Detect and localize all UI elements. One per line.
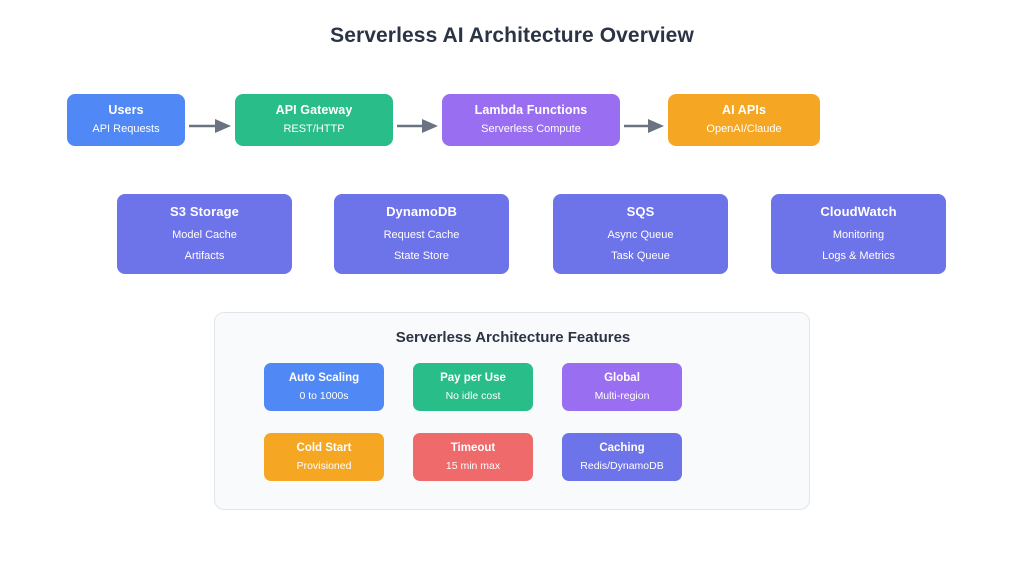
- feature-chip-subtitle: No idle cost: [445, 389, 501, 402]
- feature-chip-title: Cold Start: [296, 442, 352, 455]
- features-panel-title: Serverless Architecture Features: [395, 329, 631, 346]
- feature-chip-pay-per-use[interactable]: Pay per Use No idle cost: [413, 363, 533, 411]
- service-node-title: DynamoDB: [386, 204, 457, 220]
- service-node-line2: Artifacts: [184, 250, 225, 263]
- service-node-line2: Logs & Metrics: [822, 250, 895, 263]
- flow-arrow-3: [624, 118, 664, 133]
- feature-chip-timeout[interactable]: Timeout 15 min max: [413, 433, 533, 481]
- flow-node-title: AI APIs: [722, 102, 766, 117]
- feature-chip-subtitle: Redis/DynamoDB: [580, 459, 664, 472]
- service-node-line1: Monitoring: [832, 229, 885, 242]
- feature-chip-subtitle: Provisioned: [296, 459, 352, 472]
- flow-arrow-1: [189, 118, 231, 133]
- service-node-line2: Task Queue: [611, 250, 670, 263]
- service-node-title: CloudWatch: [820, 204, 897, 220]
- service-node-line1: Model Cache: [172, 229, 237, 242]
- flow-node-subtitle: API Requests: [92, 123, 160, 136]
- feature-chip-subtitle: 15 min max: [445, 459, 501, 472]
- service-node-title: S3 Storage: [170, 204, 239, 220]
- feature-chip-title: Caching: [599, 442, 645, 455]
- features-panel: Serverless Architecture Features Auto Sc…: [214, 312, 810, 510]
- feature-chip-subtitle: Multi-region: [594, 389, 650, 402]
- flow-node-subtitle: OpenAI/Claude: [706, 123, 782, 136]
- flow-arrow-2: [397, 118, 438, 133]
- page-title: Serverless AI Architecture Overview: [330, 24, 694, 47]
- service-node-line1: Async Queue: [607, 229, 674, 242]
- flow-node-title: API Gateway: [275, 102, 353, 117]
- feature-chip-title: Timeout: [450, 442, 496, 455]
- service-node-line2: State Store: [393, 250, 450, 263]
- flow-node-title: Lambda Functions: [474, 102, 588, 117]
- feature-chip-grid: Auto Scaling 0 to 1000s Pay per Use No idle…: [264, 363, 764, 481]
- flow-node-subtitle: REST/HTTP: [283, 123, 345, 136]
- feature-chip-title: Pay per Use: [440, 372, 506, 385]
- service-node-title: SQS: [626, 204, 655, 220]
- feature-chip-subtitle: 0 to 1000s: [299, 389, 349, 402]
- flow-node-subtitle: Serverless Compute: [481, 123, 581, 136]
- feature-chip-auto-scaling[interactable]: Auto Scaling 0 to 1000s: [264, 363, 384, 411]
- feature-chip-title: Global: [604, 372, 640, 385]
- feature-chip-title: Auto Scaling: [288, 372, 360, 385]
- flow-node-title: Users: [108, 102, 144, 117]
- service-node-line1: Request Cache: [383, 229, 460, 242]
